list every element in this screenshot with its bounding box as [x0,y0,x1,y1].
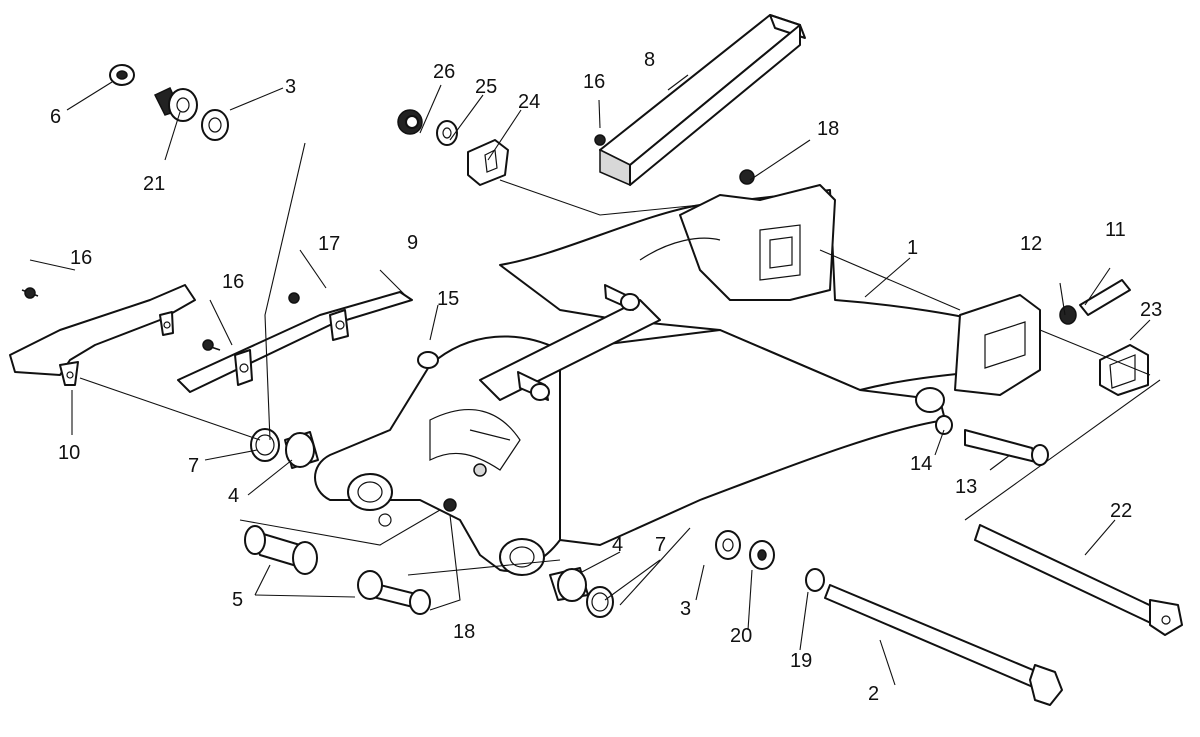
callout-4-right: 4 [612,534,623,556]
callout-24: 24 [518,91,540,113]
bolts [824,524,1183,706]
callout-17: 17 [318,233,340,255]
callout-6: 6 [50,106,61,128]
callout-7-left: 7 [188,455,199,477]
callout-16-mid: 16 [222,271,244,293]
hardware [21,64,1149,618]
callout-25: 25 [475,76,497,98]
callout-3-top: 3 [285,76,296,98]
left-cover [9,284,196,386]
leader-lines [29,74,1161,686]
callout-2: 2 [868,683,879,705]
callout-21: 21 [143,173,165,195]
chain-slider [177,291,413,393]
callouts: 1 2 3 3 4 4 5 6 7 7 8 9 10 11 12 13 14 1… [50,49,1162,705]
callout-14: 14 [910,453,932,475]
callout-12: 12 [1020,233,1042,255]
callout-16-top: 16 [583,71,605,93]
callout-1: 1 [907,237,918,259]
swingarm [314,184,1041,576]
callout-7-right: 7 [655,534,666,556]
callout-15: 15 [437,288,459,310]
callout-11: 11 [1105,219,1126,241]
callout-26: 26 [433,61,455,83]
chain-guide [599,14,806,187]
callout-20: 20 [730,625,752,647]
callout-3-right: 3 [680,598,691,620]
callout-22: 22 [1110,500,1132,522]
callout-4-left: 4 [228,485,239,507]
callout-19: 19 [790,650,812,672]
callout-10: 10 [58,442,80,464]
callout-9: 9 [407,232,418,254]
callout-18-top: 18 [817,118,839,140]
callout-13: 13 [955,476,977,498]
callout-8: 8 [644,49,655,71]
callout-18-bottom: 18 [453,621,475,643]
callout-5: 5 [232,589,243,611]
callout-16-left: 16 [70,247,92,269]
callout-23: 23 [1140,299,1162,321]
